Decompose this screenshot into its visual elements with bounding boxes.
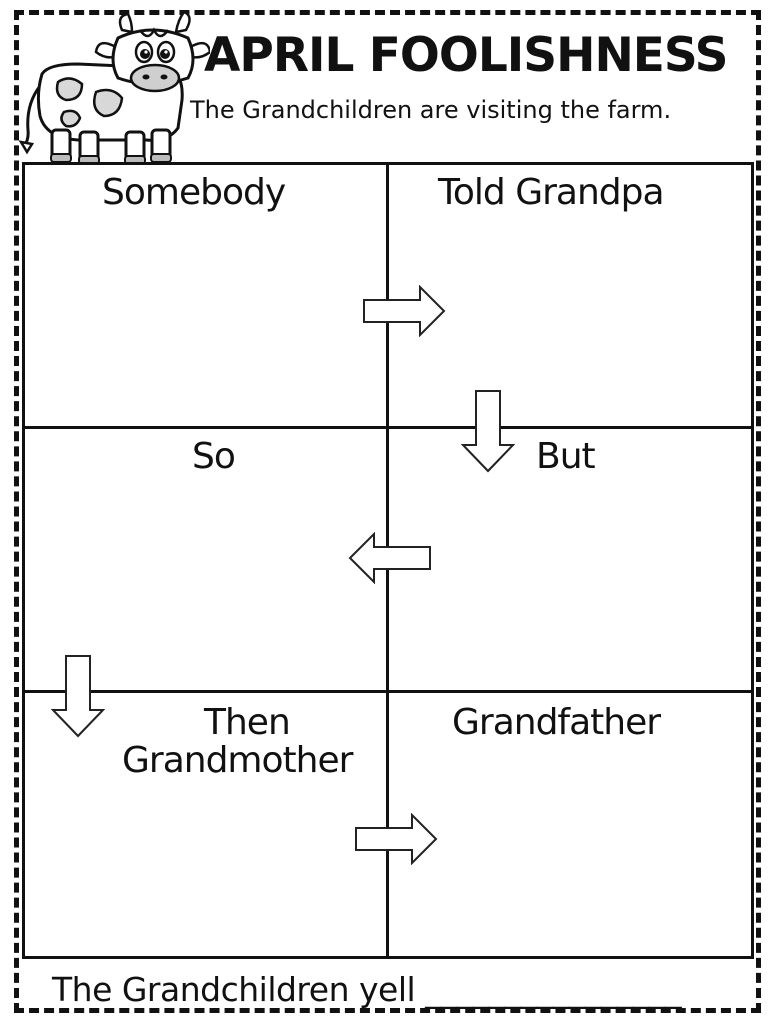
- label-then: Then: [204, 702, 291, 743]
- cow-icon: [18, 10, 210, 165]
- label-grandmother: Grandmother: [122, 740, 353, 781]
- label-told-grandpa: Told Grandpa: [438, 172, 665, 213]
- page-title: APRIL FOOLISHNESS: [204, 28, 728, 83]
- grid-divider-horizontal-top: [22, 426, 754, 429]
- arrow-right-icon: [363, 285, 446, 337]
- label-so: So: [192, 436, 236, 477]
- label-somebody: Somebody: [102, 172, 286, 213]
- grid-divider-horizontal-bottom: [22, 690, 754, 693]
- arrow-left-icon: [348, 532, 431, 584]
- arrow-down-icon: [461, 390, 515, 473]
- footer-prompt: The Grandchildren yell ________________: [52, 970, 682, 1009]
- arrow-down-icon: [51, 655, 105, 738]
- page-border: [14, 10, 761, 1013]
- label-but: But: [536, 436, 596, 477]
- label-grandfather: Grandfather: [452, 702, 661, 743]
- arrow-right-icon: [355, 813, 438, 865]
- page-subtitle: The Grandchildren are visiting the farm.: [190, 96, 672, 124]
